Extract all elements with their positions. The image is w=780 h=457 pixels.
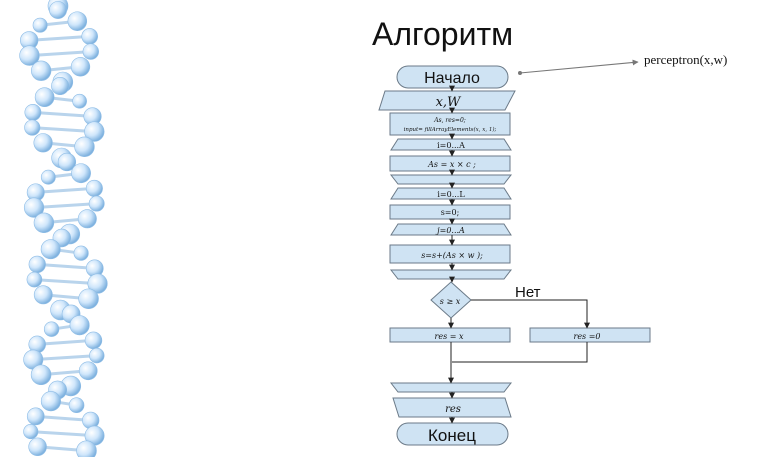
molecule-atom	[33, 133, 53, 153]
molecule-atom	[68, 397, 85, 413]
sum-label: s=s+(As × w );	[421, 251, 483, 260]
init-line1: As, res=0;	[433, 117, 466, 124]
loop-j-a-hexagon	[390, 223, 512, 236]
molecule-atom	[51, 76, 70, 96]
molecule-bond	[35, 338, 95, 346]
molecule-atom	[69, 315, 90, 336]
molecule-atom	[49, 1, 67, 19]
dna-molecule-decoration	[19, 0, 108, 457]
molecule-atom	[73, 245, 89, 261]
loop-i-a-end	[389, 174, 513, 185]
molecule-atom	[33, 212, 55, 234]
molecule-atom	[28, 437, 47, 457]
molecule-atom	[77, 209, 97, 229]
assign-s-label: s=0;	[441, 208, 460, 217]
molecule-atom	[34, 87, 55, 108]
molecule-bond	[32, 202, 99, 210]
function-signature-note: perceptron(x,w)	[644, 52, 728, 67]
assign-as-label: As = x × c ;	[427, 160, 476, 169]
input-parallelogram	[378, 90, 516, 111]
molecule-atom	[57, 152, 77, 172]
molecule-atom	[87, 273, 108, 294]
molecule-atom	[74, 136, 95, 157]
molecule-atoms	[19, 0, 108, 457]
molecule-atom	[33, 285, 53, 305]
molecule-bond	[35, 262, 97, 270]
condition-label: s ≥ x	[440, 297, 461, 306]
molecule-atom	[26, 407, 45, 426]
loop-i-a-hexagon	[390, 138, 512, 151]
molecule-atom	[40, 239, 61, 260]
molecule-atom	[70, 57, 91, 77]
molecule-atom	[84, 121, 105, 142]
res-yes-label: res = x	[435, 332, 464, 341]
res-no-label: res =0	[574, 332, 601, 341]
molecule-atom	[26, 271, 43, 288]
molecule-atom	[78, 288, 99, 310]
molecule-atom	[23, 424, 39, 440]
loop-j-a-end	[389, 269, 513, 280]
end-label: Конец	[428, 426, 476, 445]
res-no-process	[529, 327, 651, 343]
molecule-bond	[32, 278, 100, 286]
loop-i-l-end	[389, 382, 513, 393]
molecule-bond	[34, 186, 96, 194]
molecule-atom	[24, 119, 41, 136]
loop-i-l-hexagon	[390, 187, 512, 200]
molecule-atom	[67, 11, 88, 31]
molecule-atom	[30, 364, 52, 386]
molecule-atom	[88, 195, 105, 212]
molecule-bond	[31, 354, 99, 362]
molecule-bond	[30, 126, 96, 134]
molecule-bond	[29, 430, 97, 438]
molecule-atom	[32, 17, 48, 33]
init-line2: input= fillArrayElements(x, x, 1);	[404, 126, 497, 133]
molecule-atom	[82, 43, 99, 60]
molecule-atom	[40, 169, 56, 185]
output-label: res	[445, 404, 461, 415]
molecule-bond	[27, 50, 93, 58]
loop1-label: i=0...A	[437, 141, 465, 150]
loop2-label: i=0...L	[437, 190, 465, 199]
start-label: Начало	[424, 70, 480, 87]
molecule-atom	[78, 361, 98, 381]
molecule-atom	[89, 347, 105, 364]
molecule-atom	[31, 60, 52, 81]
molecule-atom	[71, 163, 91, 184]
molecule-atom	[40, 391, 61, 412]
molecule-bond	[34, 414, 93, 422]
output-parallelogram	[392, 397, 512, 418]
molecule-atom	[43, 321, 60, 337]
loop3-label: j=0...A	[435, 226, 465, 235]
molecule-bond	[27, 34, 92, 42]
molecule-atom	[72, 93, 87, 109]
molecule-atom	[76, 440, 97, 457]
note-pointer-arrow	[519, 59, 639, 74]
slide-title: Алгоритм	[372, 16, 514, 52]
input-label: x,W	[436, 95, 462, 110]
branch-label-no: Нет	[515, 284, 541, 301]
molecule-bond	[31, 110, 95, 118]
molecule-atom	[23, 197, 45, 218]
molecule-atom	[19, 45, 40, 66]
